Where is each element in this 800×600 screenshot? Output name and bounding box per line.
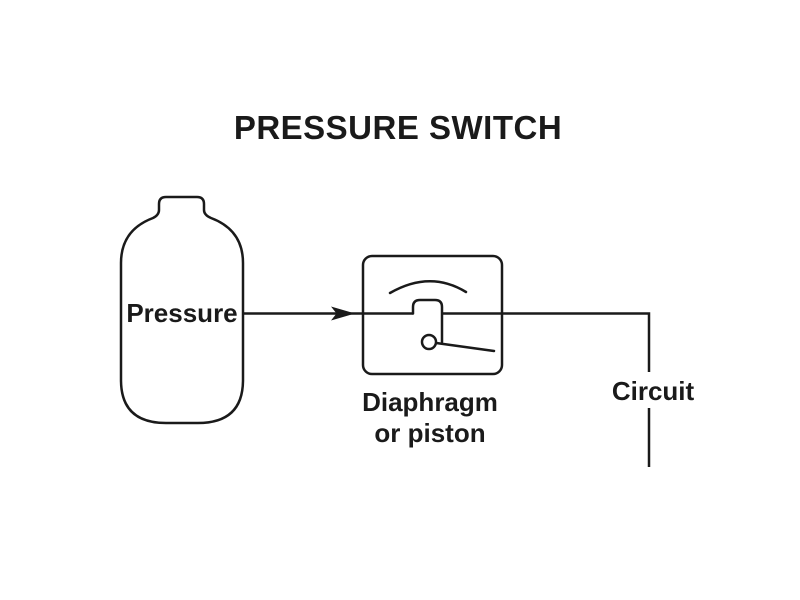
lever-line — [427, 340, 496, 353]
switch-box-label-line1: Diaphragm — [362, 387, 498, 417]
diaphragm-arc — [388, 280, 468, 295]
output-wire — [442, 312, 651, 372]
diaphragm-plunger — [411, 298, 444, 344]
diagram-title: PRESSURE SWITCH — [234, 109, 562, 146]
pressure-label: Pressure — [126, 298, 237, 328]
switch-box — [361, 254, 504, 376]
pivot-circle — [420, 333, 438, 351]
pressure-vessel-outline — [119, 195, 245, 425]
flow-arrowhead-icon — [331, 306, 355, 321]
switch-box-label-line2: or piston — [374, 418, 485, 448]
circuit-label: Circuit — [612, 376, 695, 406]
